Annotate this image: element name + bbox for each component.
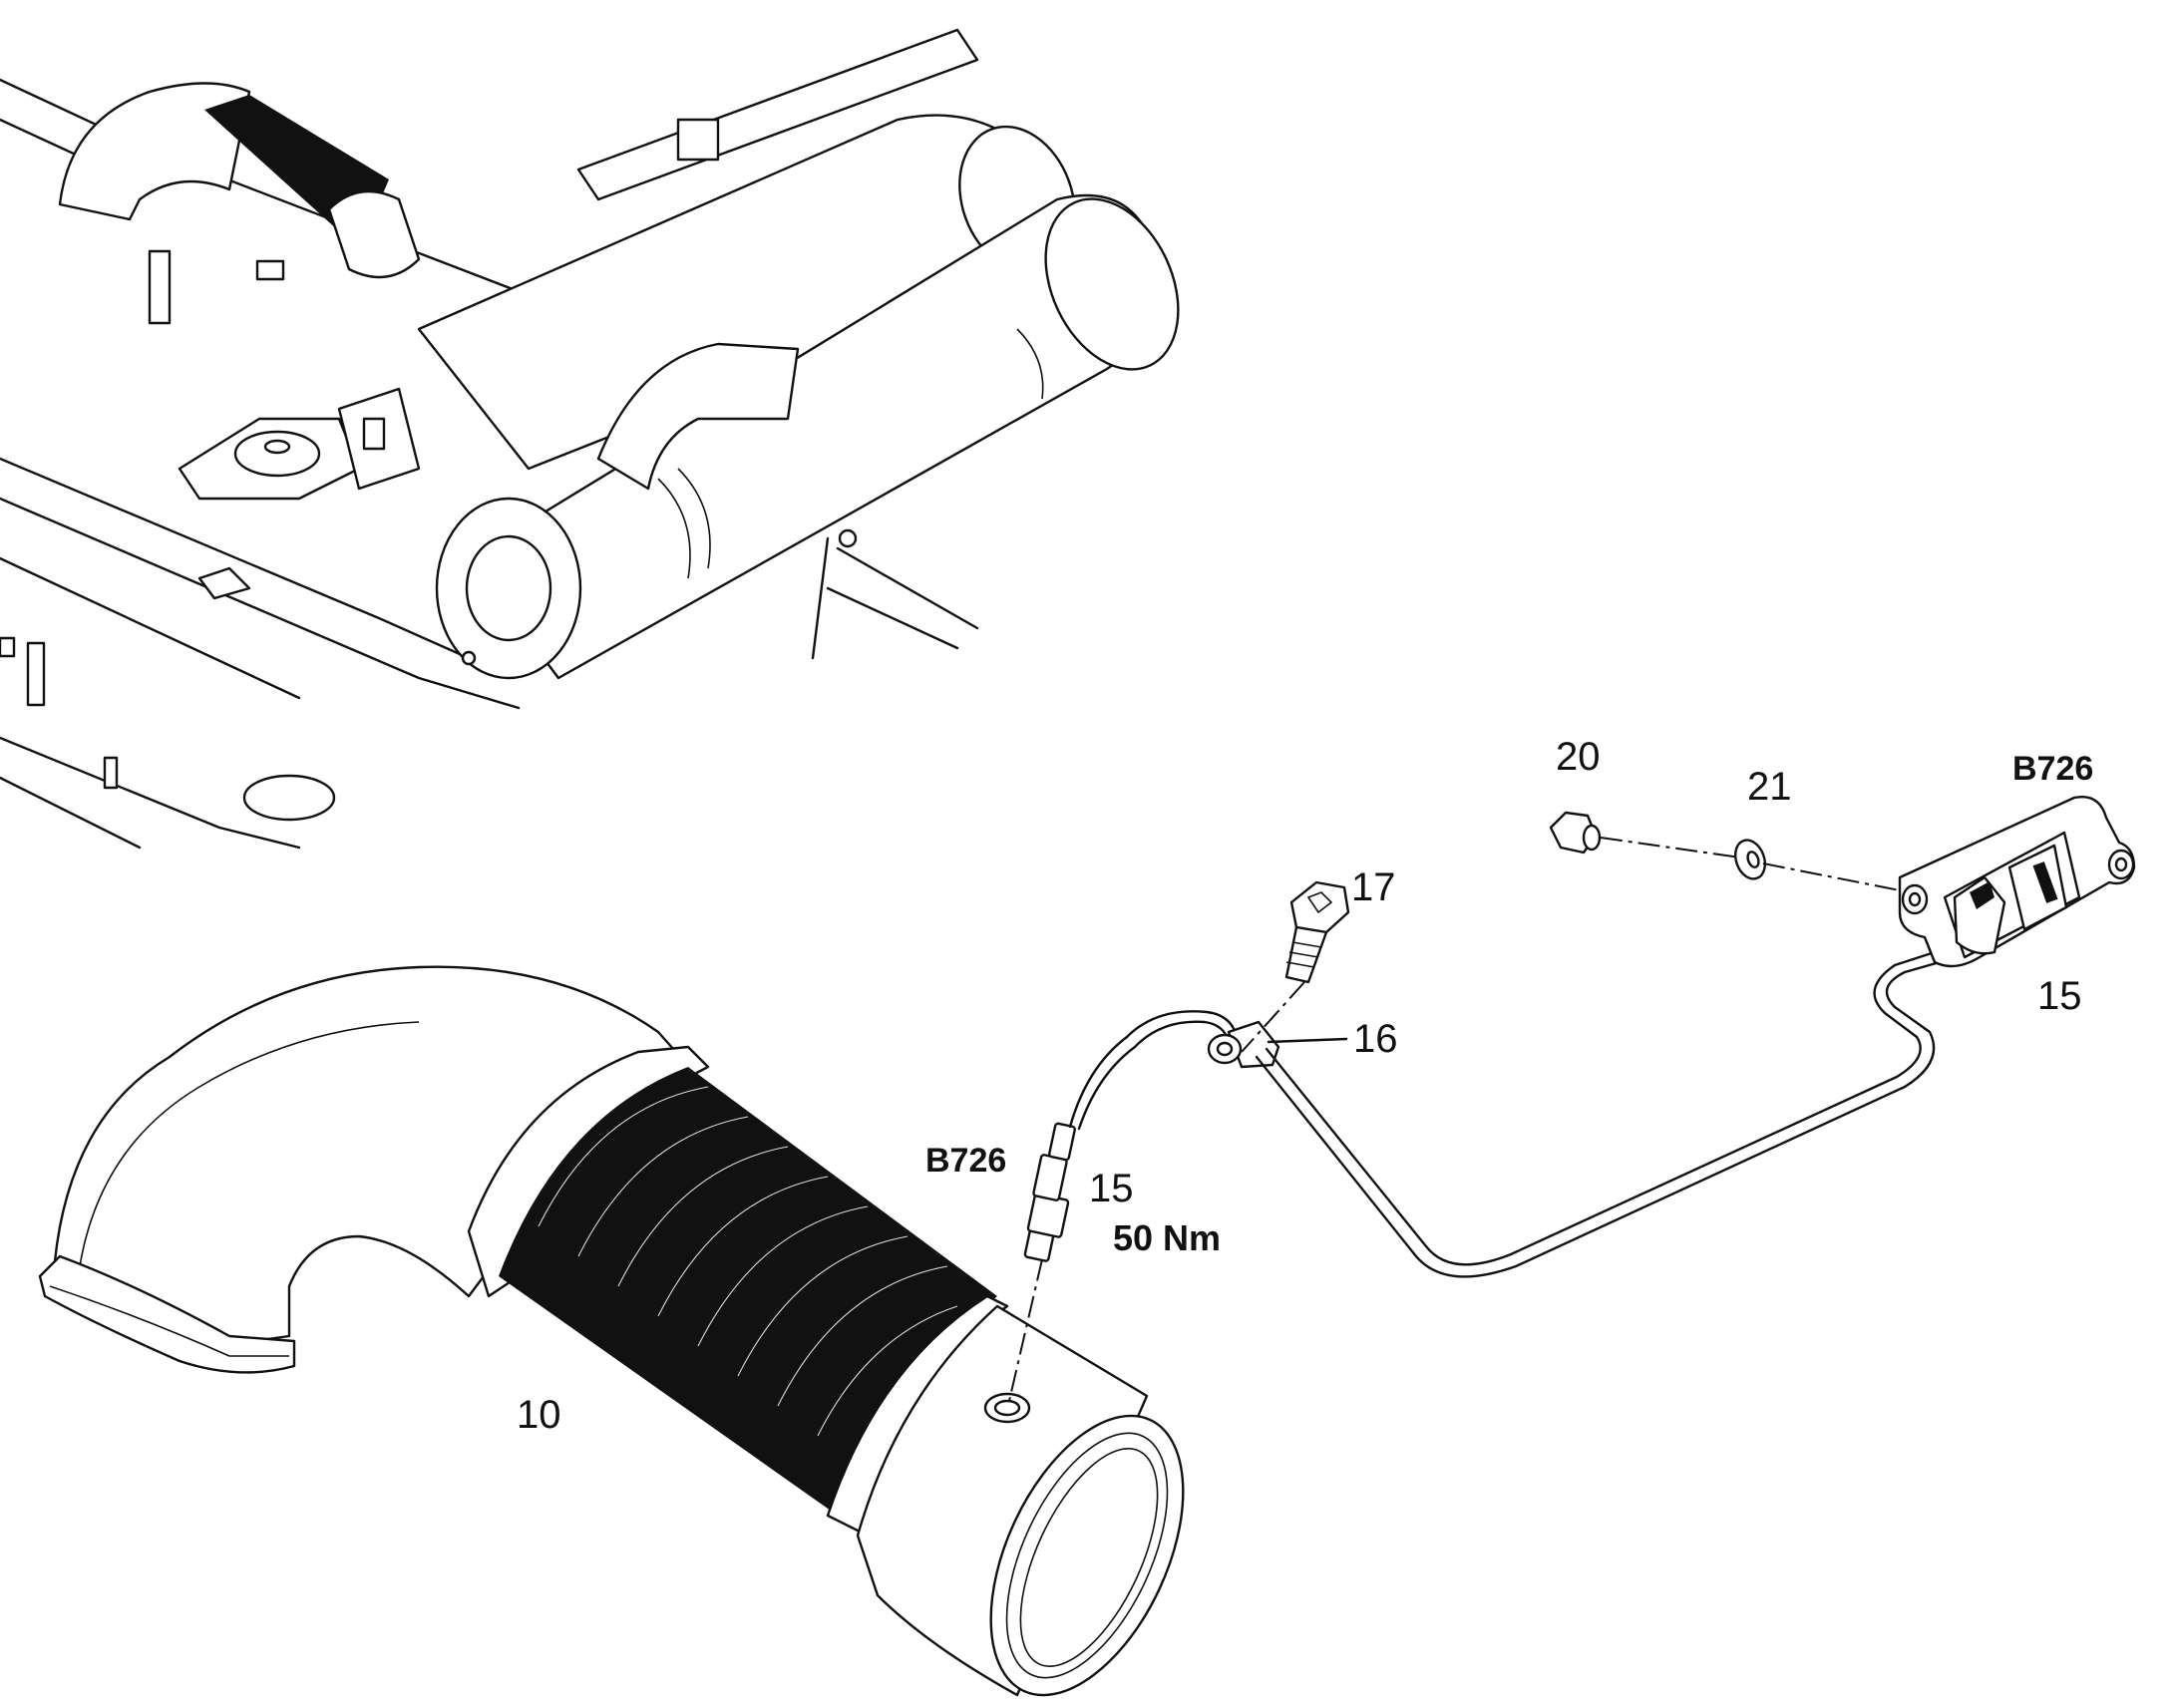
callout-21: 21 [1747, 765, 1792, 809]
nox-sensor-probe-icon [1023, 1010, 1239, 1262]
callout-b726-sensor: B726 [925, 1142, 1006, 1180]
sensor-axis-line [1008, 1258, 1043, 1402]
callout-16-leader [1267, 1037, 1348, 1044]
callout-16: 16 [1353, 1017, 1398, 1061]
callout-20: 20 [1556, 735, 1601, 779]
callout-15-module: 15 [2037, 974, 2082, 1018]
callout-17: 17 [1351, 865, 1396, 909]
exhaust-system-overview-illustration [0, 28, 1180, 850]
sensor-control-module-icon [1898, 796, 2136, 968]
callout-10: 10 [517, 1393, 561, 1437]
torque-spec: 50 Nm [1113, 1217, 1221, 1258]
washer-icon [1733, 839, 1767, 880]
bolt-axis-line [1241, 981, 1305, 1053]
callout-b726-module: B726 [2012, 750, 2093, 788]
cable-clamp-icon [1207, 950, 1942, 1278]
hex-socket-bolt-icon [1284, 880, 1350, 984]
corrugated-exhaust-pipe-icon [38, 965, 1185, 1697]
callout-15-sensor: 15 [1089, 1167, 1134, 1210]
assembly-axis-line [1600, 837, 1901, 891]
hex-nut-icon [1549, 811, 1602, 854]
